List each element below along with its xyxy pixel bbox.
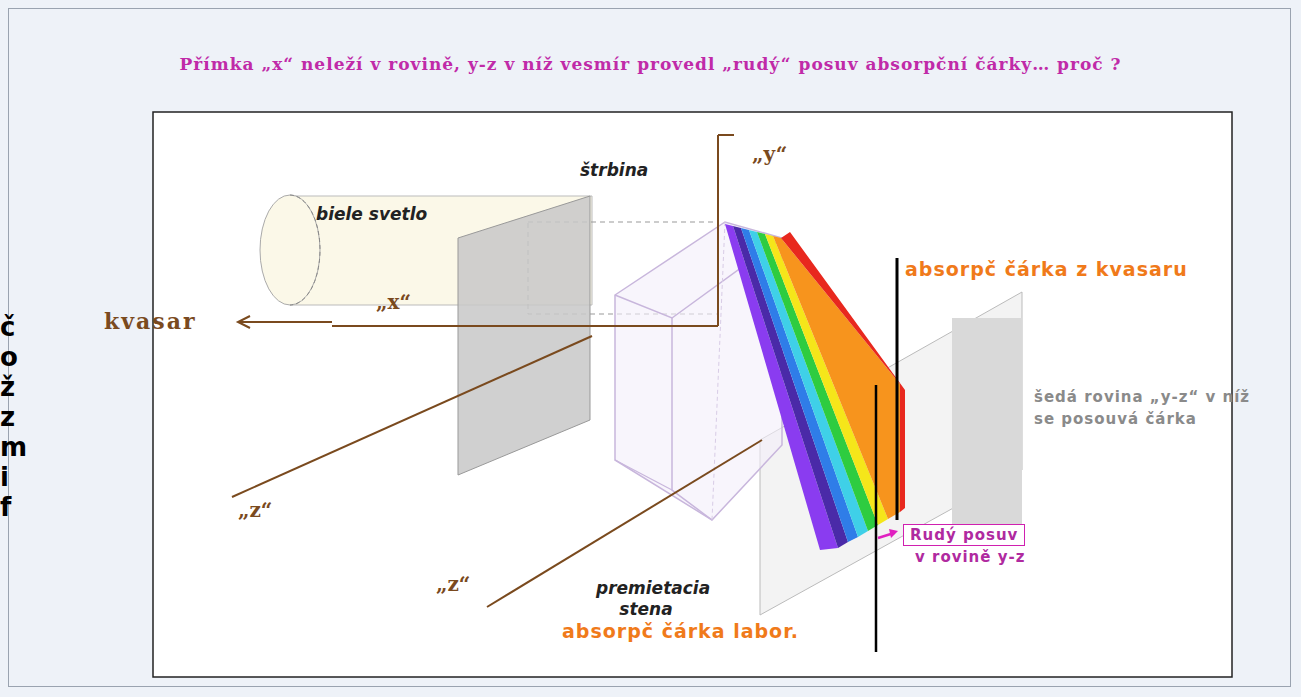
slit-label: štrbina: [580, 160, 648, 180]
axis-label: „x“: [376, 290, 411, 314]
box-heading: Rudý posuv: [903, 524, 1025, 546]
spectrum-letter: i: [0, 462, 9, 492]
line-label: absorpč čárka z kvasaru: [903, 258, 1190, 280]
axis-label: „y“: [752, 142, 787, 166]
spectrum-letter: m: [0, 432, 27, 462]
spectrum-letter: ž: [0, 372, 15, 402]
line-label: absorpč čárka labor.: [560, 620, 801, 642]
spectrum-letter: f: [0, 492, 11, 522]
wall-label: premietacia stena: [596, 578, 696, 620]
axis-label: „z“: [436, 572, 470, 596]
spectrum-letter: o: [0, 342, 18, 372]
diagram-title: Přímka „x“ neleží v rovině, y-z v níž ve…: [0, 54, 1301, 74]
shift-box: Rudý posuvv rovině y-z: [903, 524, 1025, 566]
spectrum-letter: z: [0, 402, 15, 432]
spectrum-letter: č: [0, 312, 15, 342]
light-label: biele svetlo: [316, 204, 427, 224]
quasar-label: kvasar: [104, 308, 197, 334]
axis-label: „z“: [238, 498, 272, 522]
box-caption: v rovině y-z: [903, 546, 1025, 566]
plane-label: šedá rovina „y-z“ v níž se posouvá čárka: [1034, 386, 1270, 430]
